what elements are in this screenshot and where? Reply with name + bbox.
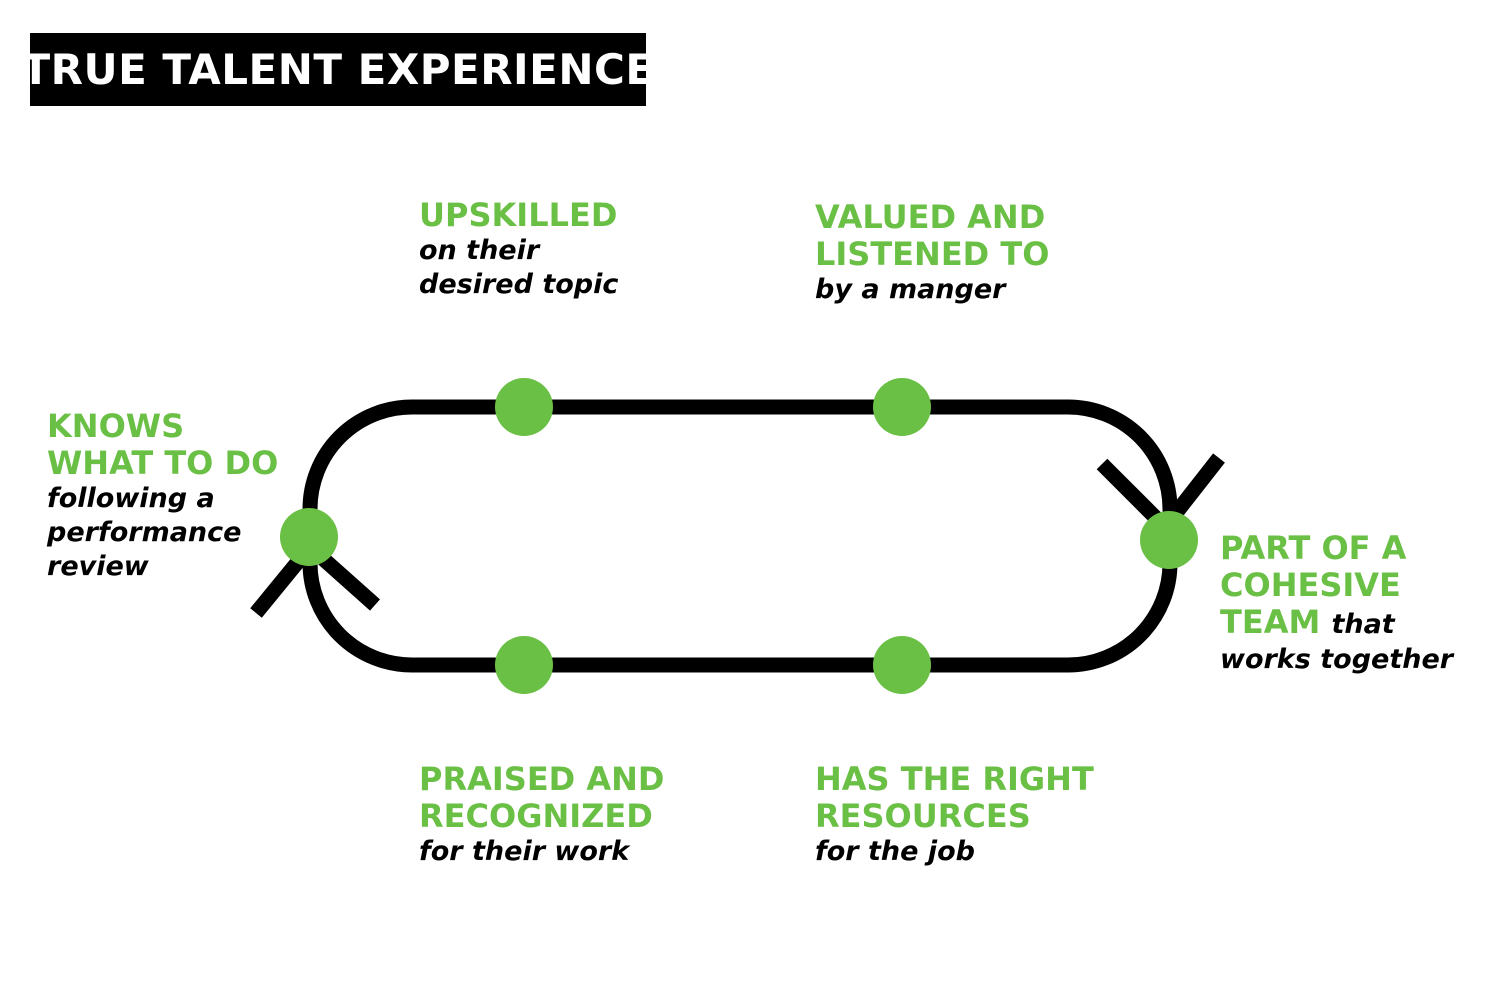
node-dot-part xyxy=(1140,511,1198,569)
node-heading: KNOWS xyxy=(47,407,185,445)
node-heading: WHAT TO DO xyxy=(47,444,279,482)
title-banner: TRUE TALENT EXPERIENCE xyxy=(21,33,654,106)
node-heading: PART OF A xyxy=(1220,529,1407,567)
node-subtext: works together xyxy=(1220,644,1454,675)
node-heading: LISTENED TO xyxy=(815,235,1050,273)
node-label-knows: KNOWS WHAT TO DO following a performance… xyxy=(47,408,278,584)
node-subtext: by a manger xyxy=(815,274,1006,305)
node-dot-valued xyxy=(873,378,931,436)
node-label-resources: HAS THE RIGHT RESOURCES for the job xyxy=(815,761,1094,869)
node-subtext: desired topic xyxy=(419,269,619,300)
loop-track xyxy=(302,399,1178,673)
diagram-title: TRUE TALENT EXPERIENCE xyxy=(21,45,655,94)
node-subtext: review xyxy=(47,551,149,582)
node-subtext: following a xyxy=(47,483,215,514)
node-dot-resources xyxy=(873,636,931,694)
node-dot-knows xyxy=(280,508,338,566)
node-dot-upskilled xyxy=(495,378,553,436)
node-heading: VALUED AND xyxy=(815,198,1046,236)
node-heading: RESOURCES xyxy=(815,797,1031,835)
node-heading: HAS THE RIGHT xyxy=(815,760,1094,798)
node-subtext: on their xyxy=(419,235,540,266)
node-subtext: for the job xyxy=(815,836,975,867)
node-subtext: that xyxy=(1331,609,1395,640)
node-heading: PRAISED AND xyxy=(419,760,665,798)
node-subtext: performance xyxy=(47,517,242,548)
node-heading: COHESIVE xyxy=(1220,566,1401,604)
node-label-upskilled: UPSKILLED on their desired topic xyxy=(419,197,618,302)
node-label-valued: VALUED AND LISTENED TO by a manger xyxy=(815,199,1049,307)
node-label-praised: PRAISED AND RECOGNIZED for their work xyxy=(419,761,664,869)
node-heading: TEAM xyxy=(1220,603,1321,641)
node-label-part: PART OF A COHESIVE TEAM that works toget… xyxy=(1220,530,1453,677)
node-dot-praised xyxy=(495,636,553,694)
node-subtext: for their work xyxy=(419,836,630,867)
node-heading: UPSKILLED xyxy=(419,196,618,234)
node-heading: RECOGNIZED xyxy=(419,797,653,835)
node-heading-row: TEAM that xyxy=(1220,604,1453,643)
